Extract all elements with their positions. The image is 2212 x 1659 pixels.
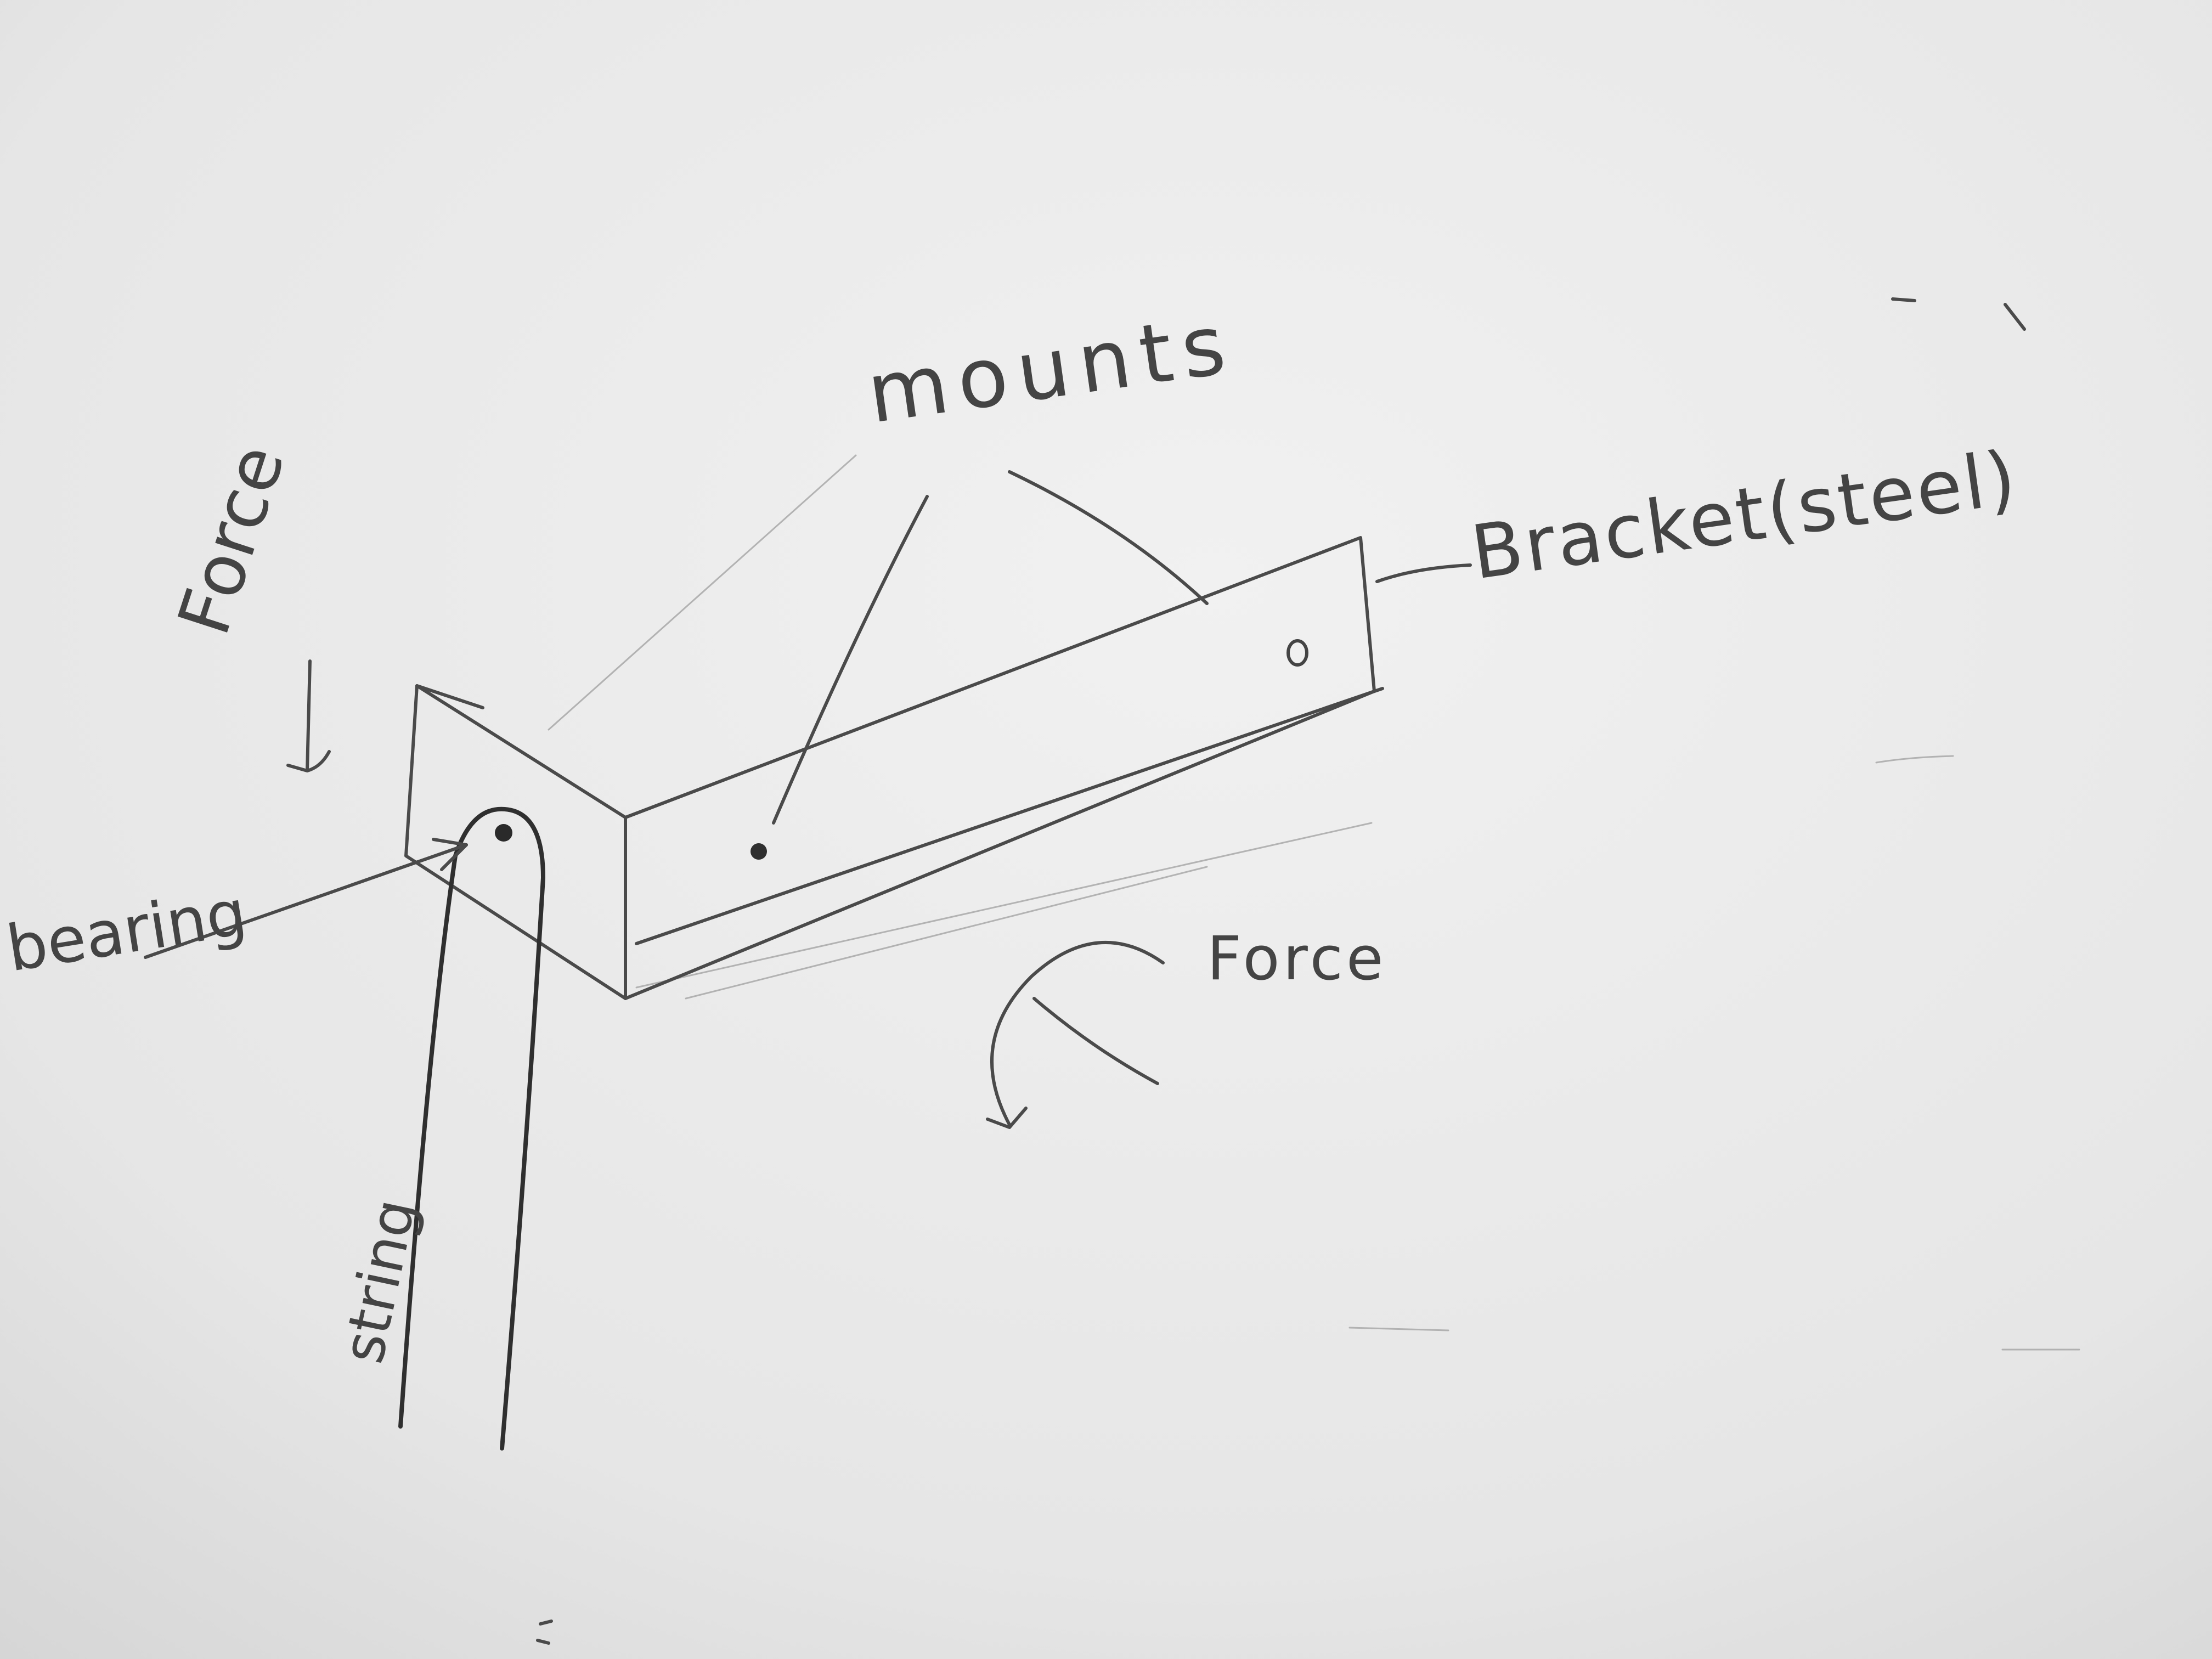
- bearing-hole: [495, 824, 512, 842]
- mount-hole-left: [751, 843, 767, 860]
- bracket-side-face: [624, 536, 1376, 1000]
- mounts-leader-right: [1008, 470, 1209, 605]
- mount-hole-right: [1286, 639, 1308, 667]
- bracket-leader-line: [1375, 563, 1472, 583]
- stray-mark-3: [536, 1620, 553, 1645]
- bracket-top-edge: [415, 684, 484, 709]
- bearing-leader-line: [144, 843, 468, 959]
- bracket-bottom-edge: [635, 687, 1384, 945]
- bearing-arrowhead: [432, 838, 468, 871]
- force-down-arrow: [286, 659, 331, 772]
- mounts-leader-left: [772, 495, 929, 825]
- force-moment-arrow: [986, 941, 1165, 1129]
- stray-mark-2: [2004, 303, 2026, 331]
- force-bottom-label: Force: [1207, 923, 1387, 994]
- stray-mark-1: [1891, 297, 1916, 302]
- construction-lines: [548, 454, 2080, 1351]
- string-loop: [398, 806, 545, 1451]
- force-moment-stroke: [1032, 997, 1159, 1085]
